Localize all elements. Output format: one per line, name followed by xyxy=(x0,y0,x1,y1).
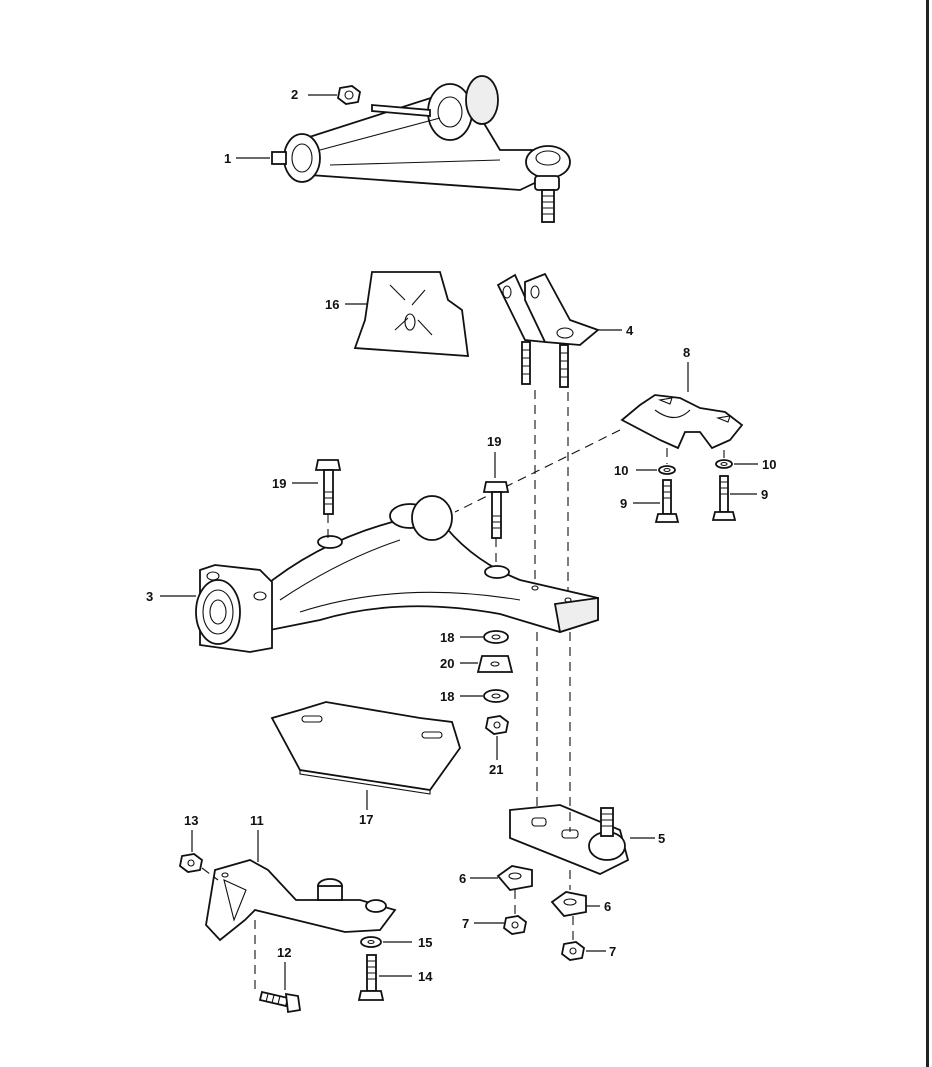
ball-joint-5 xyxy=(509,804,630,875)
callout-19-left: 19 xyxy=(272,476,286,491)
clamp-6-right xyxy=(550,891,587,917)
plate-16 xyxy=(353,271,470,357)
callout-6-right: 6 xyxy=(604,899,611,914)
clamp-6-left xyxy=(496,865,533,891)
callout-10-right: 10 xyxy=(762,457,776,472)
callout-12: 12 xyxy=(277,945,291,960)
callout-19-right: 19 xyxy=(487,434,501,449)
nut-21 xyxy=(485,715,509,735)
callout-16: 16 xyxy=(325,297,339,312)
callout-18-top: 18 xyxy=(440,630,454,645)
callout-4: 4 xyxy=(626,323,634,338)
bolt-19-left xyxy=(314,459,342,515)
callout-1: 1 xyxy=(224,151,231,166)
bolt-14 xyxy=(357,954,385,1001)
callout-21: 21 xyxy=(489,762,503,777)
nut-7-left xyxy=(503,915,527,935)
bracket-4 xyxy=(496,272,600,388)
callout-8: 8 xyxy=(683,345,690,360)
callout-2: 2 xyxy=(291,87,298,102)
callout-13: 13 xyxy=(184,813,198,828)
upper-control-arm xyxy=(271,75,571,223)
washer-10-right xyxy=(715,459,733,469)
nut-13 xyxy=(179,853,203,873)
shield-17 xyxy=(270,701,461,795)
washer-18-bottom xyxy=(483,689,509,703)
nut-2 xyxy=(337,85,361,105)
callout-10-left: 10 xyxy=(614,463,628,478)
bolt-9-left xyxy=(654,479,680,523)
bolt-12 xyxy=(258,990,302,1014)
callout-7-left: 7 xyxy=(462,916,469,931)
callout-9-right: 9 xyxy=(761,487,768,502)
bracket-11 xyxy=(205,859,397,942)
bolt-9-right xyxy=(711,475,737,521)
washer-10-left xyxy=(658,465,676,475)
callout-3: 3 xyxy=(146,589,153,604)
washer-15 xyxy=(360,936,382,948)
page-border-right xyxy=(926,0,929,1067)
callout-7-right: 7 xyxy=(609,944,616,959)
plate-20 xyxy=(476,655,514,673)
callout-6-left: 6 xyxy=(459,871,466,886)
clamp-8 xyxy=(620,394,744,450)
bolt-19-right xyxy=(482,481,510,539)
lower-control-arm xyxy=(195,495,599,653)
callout-15: 15 xyxy=(418,935,432,950)
callout-5: 5 xyxy=(658,831,665,846)
callout-11: 11 xyxy=(250,813,264,828)
washer-18-top xyxy=(483,630,509,644)
callout-20: 20 xyxy=(440,656,454,671)
callout-18-bottom: 18 xyxy=(440,689,454,704)
callout-9-left: 9 xyxy=(620,496,627,511)
callout-14: 14 xyxy=(418,969,433,984)
nut-7-right xyxy=(561,941,585,961)
callout-17: 17 xyxy=(359,812,373,827)
